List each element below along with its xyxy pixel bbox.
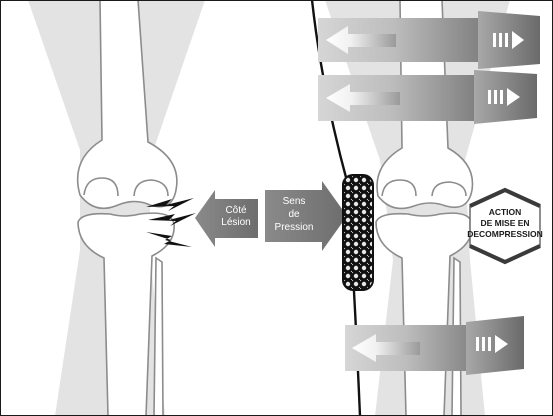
image-border <box>0 0 553 416</box>
knee-diagram: Côté Lésion Sens de Pression ACTION DE M… <box>0 0 553 416</box>
